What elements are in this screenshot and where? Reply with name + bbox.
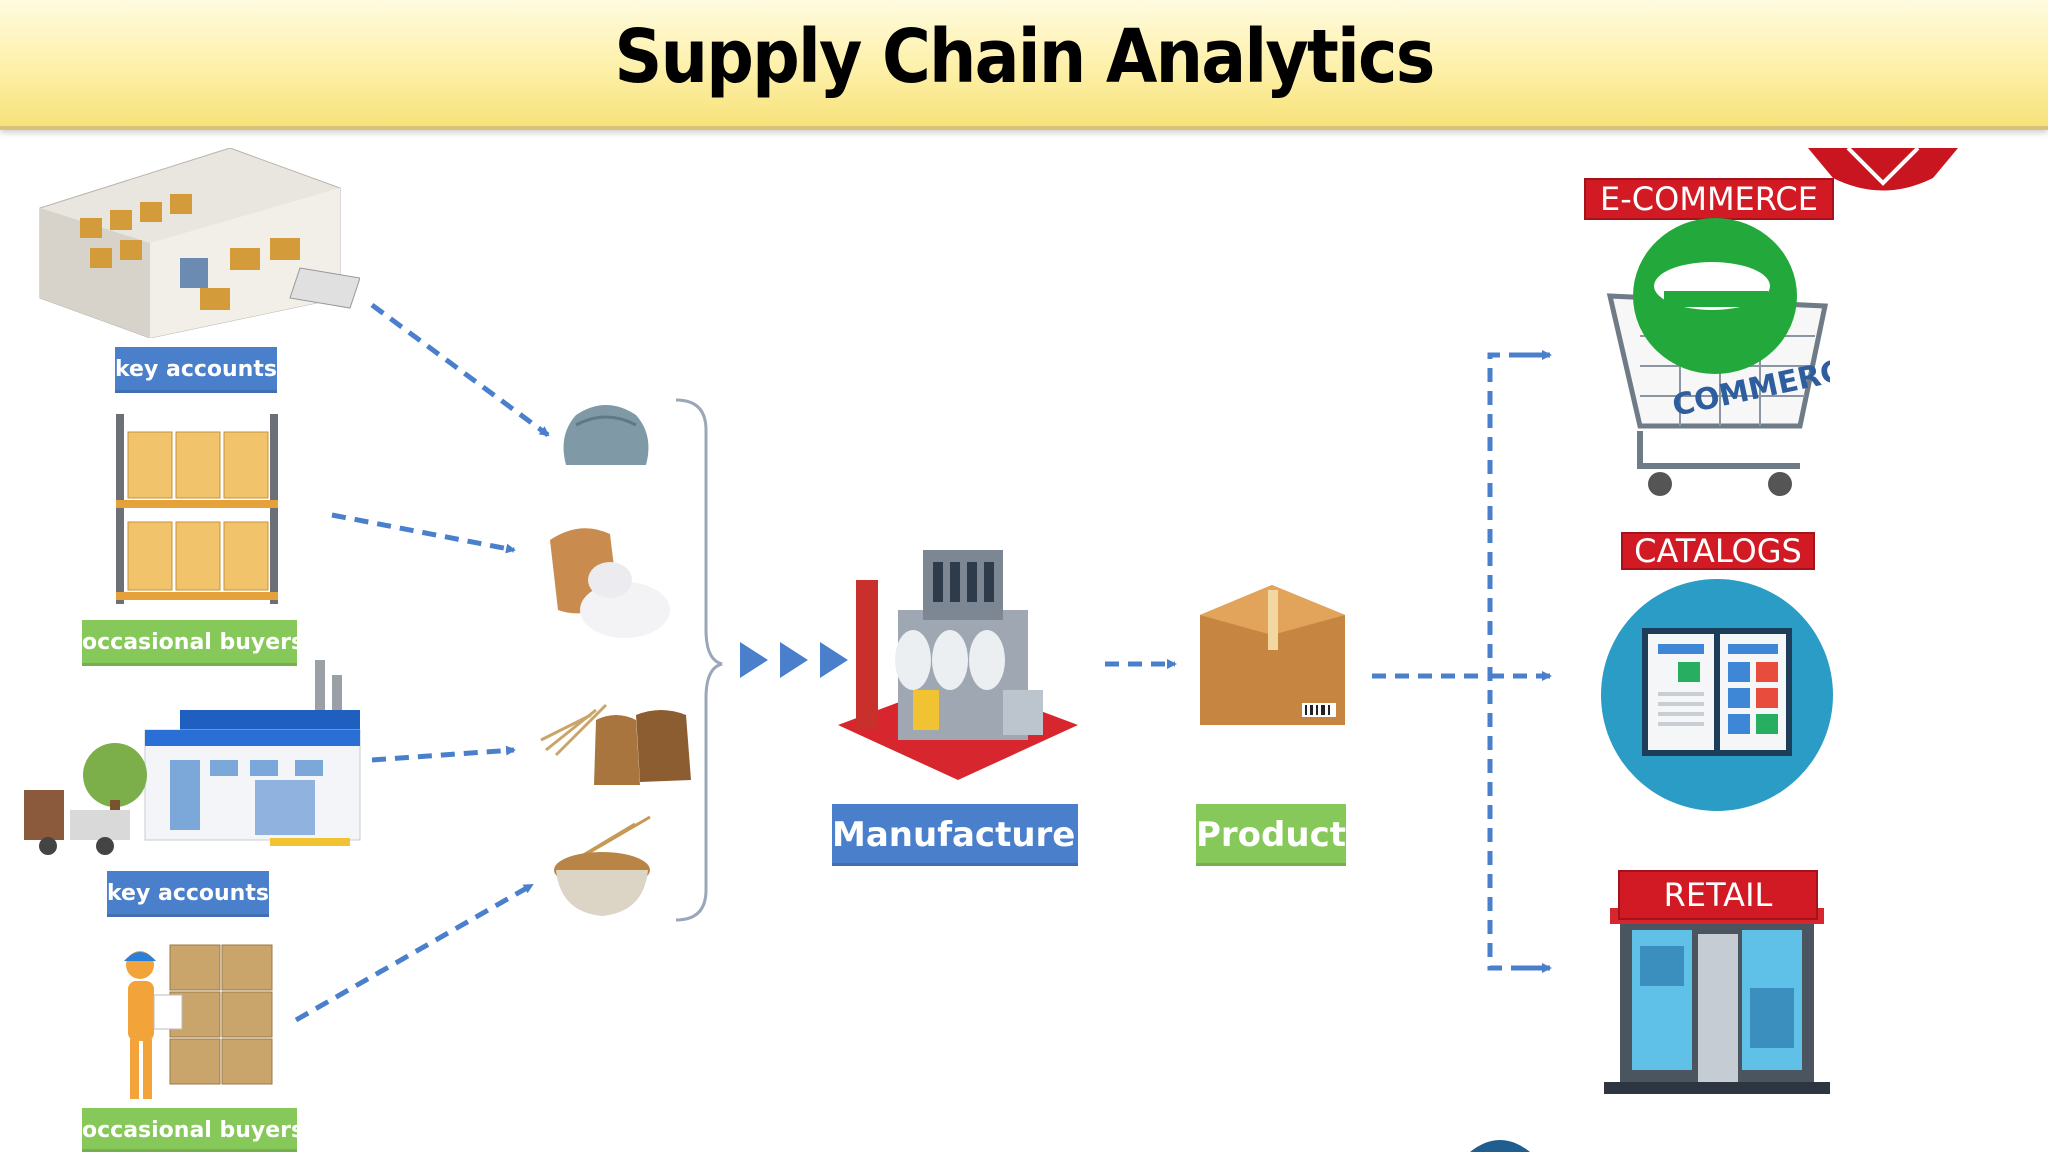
raw-materials-brace (675, 398, 723, 922)
arrow-supplier2-to-raw2 (331, 512, 516, 554)
grain-sacks-icon (536, 690, 696, 790)
salt-sack-icon (540, 520, 675, 640)
supplier-label-key-accounts-2: key accounts (107, 871, 269, 917)
supplier-label-occasional-buyers-2: occasional buyers (82, 1108, 304, 1152)
arrow-supplier1-to-raw1 (370, 302, 550, 438)
worker-boxes-icon (110, 935, 285, 1110)
arrow-supplier3-to-raw3 (371, 745, 516, 763)
channel-label-catalogs: CATALOGS (1621, 532, 1815, 570)
supplier-label-occasional-buyers-1: occasional buyers (82, 620, 304, 666)
header-banner: Supply Chain Analytics (0, 0, 2048, 130)
ecommerce-cart-icon: COMMERCE (1600, 216, 1866, 516)
channel-label-ecommerce: E-COMMERCE (1584, 178, 1834, 220)
arrow-supplier4-to-raw4 (294, 882, 534, 1023)
flour-bowl-icon (540, 812, 665, 922)
triple-arrow (740, 642, 848, 678)
cardboard-box-icon (1190, 575, 1355, 735)
warehouse-building-icon (30, 147, 361, 339)
supplier-label-key-accounts-1: key accounts (115, 347, 277, 393)
pallet-rack-icon (112, 410, 282, 610)
manufacturer-label: Manufacturer (832, 804, 1092, 866)
catalog-book-icon (1600, 570, 1835, 820)
channel-branch-line (1487, 352, 1546, 971)
factory-icon (838, 540, 1078, 790)
warehouse-storefront-icon (20, 650, 365, 860)
partial-globe-icon (1470, 1136, 1530, 1152)
partial-emblem-icon (1808, 146, 1958, 194)
channel-label-retail: RETAIL (1618, 870, 1818, 920)
product-label: Product (1196, 804, 1346, 866)
stone-sack-icon (556, 395, 656, 475)
page-title: Supply Chain Analytics (614, 14, 1435, 100)
